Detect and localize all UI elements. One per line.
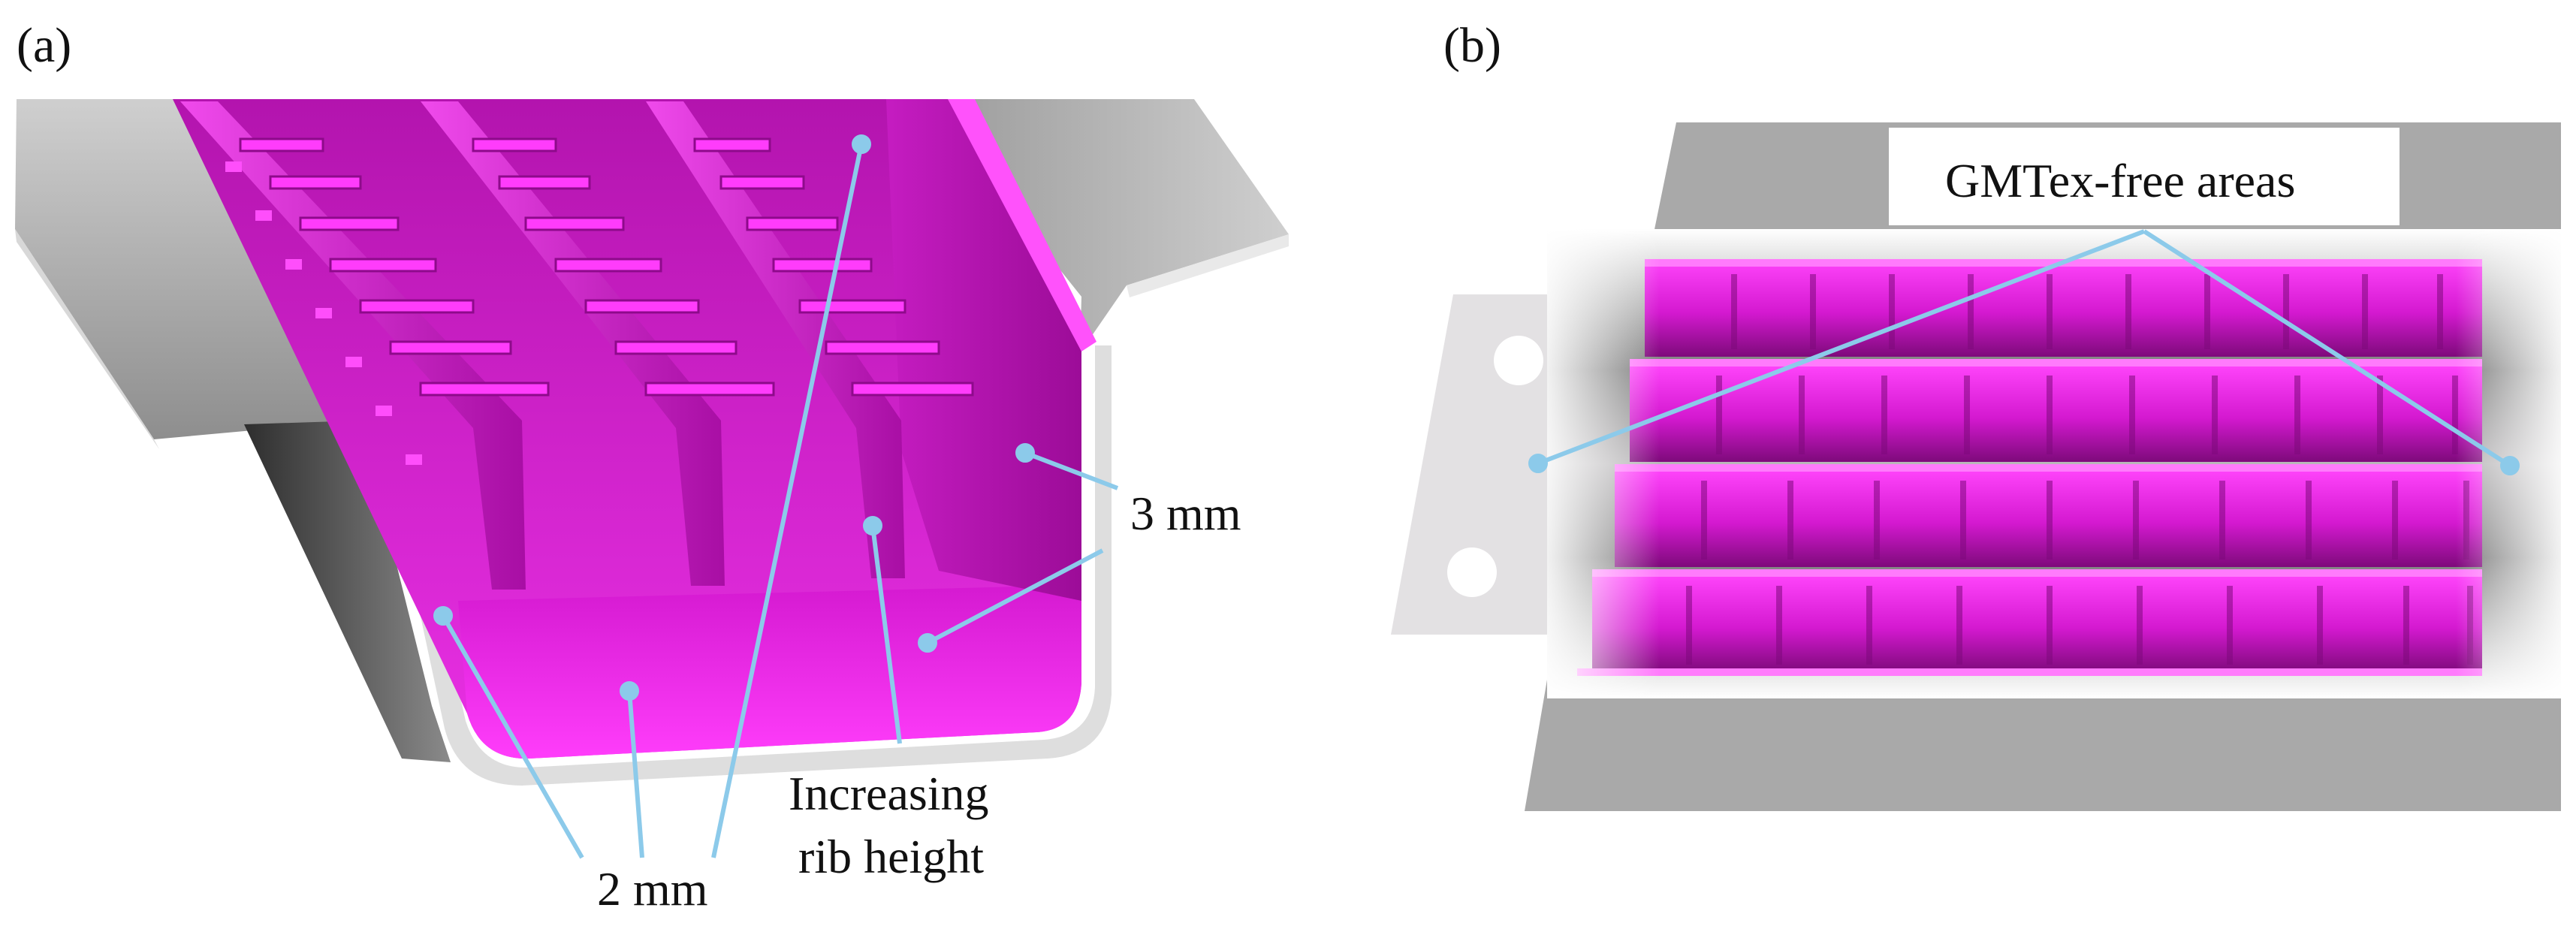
label-gmtex-free: GMTex-free areas — [1945, 154, 2295, 207]
panel-b: (b) — [1391, 18, 2561, 811]
label-2mm: 2 mm — [597, 862, 708, 915]
leaders-a — [433, 134, 1119, 859]
tab-hole-bottom — [1447, 547, 1497, 597]
wall-stubs — [225, 161, 422, 465]
panel-a: (a) — [15, 18, 1289, 915]
channel-floor — [458, 586, 1081, 759]
gmtex-free-left — [1547, 229, 1660, 698]
left-metal-wall — [244, 421, 451, 762]
leaders-b — [1528, 229, 2520, 475]
transverse-ribs — [239, 137, 974, 397]
tab-hole-top — [1494, 336, 1543, 385]
label-rib-height-line2: rib height — [798, 830, 984, 883]
channel-right-wall — [886, 99, 1081, 601]
right-metal-flange — [924, 99, 1289, 353]
left-metal-flange — [15, 99, 376, 439]
panel-b-label: (b) — [1443, 18, 1501, 73]
label-rib-height-line1: Increasing — [789, 767, 989, 820]
gmtex-label-box — [1889, 128, 2400, 225]
rib-field — [1592, 259, 2482, 672]
label-3mm: 3 mm — [1130, 487, 1241, 540]
channel-outer-rim — [379, 345, 1112, 786]
bottom-metal-band — [1525, 680, 2561, 811]
panel-a-label: (a) — [17, 18, 71, 73]
